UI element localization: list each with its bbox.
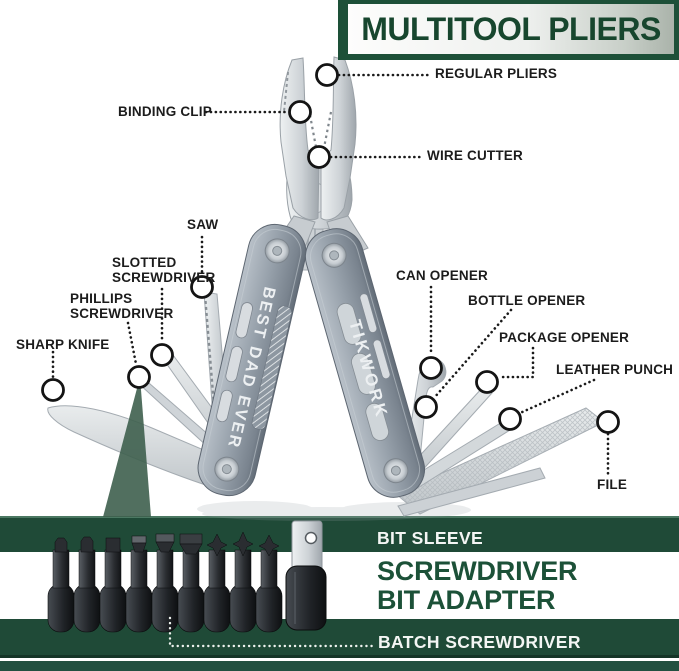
marker-slotted-screwdriver [150, 343, 174, 367]
bit-adapter-title: SCREWDRIVER BIT ADAPTER [377, 556, 578, 615]
grip-texture [251, 305, 292, 430]
phillips-bit-tip [206, 533, 228, 557]
thin-blade [397, 467, 546, 517]
page-title: MULTITOOL PLIERS [361, 10, 661, 47]
torx-bit-tip [54, 537, 68, 553]
wide-slot-bit-tip [179, 533, 203, 555]
phillips-bit-tip [232, 531, 254, 557]
bit-adapter-title-line1: SCREWDRIVER [377, 556, 578, 586]
marker-phillips-screwdriver [127, 365, 151, 389]
phillips-bit-tip [258, 534, 280, 557]
callout-label-binding-clip: BINDING CLIP [118, 104, 212, 119]
callout-label-package-opener: PACKAGE OPENER [499, 330, 630, 345]
hex-bit-tip [105, 537, 121, 553]
right-jaw [320, 56, 357, 221]
bit-sleeve [285, 520, 327, 631]
marker-package-opener [475, 370, 499, 394]
batch-screwdriver-connector [168, 616, 374, 648]
left-handle: BEST DAD EVER [197, 223, 307, 497]
callout-label-wire-cutter: WIRE CUTTER [427, 148, 523, 163]
left-jaw [279, 57, 320, 221]
callout-label-sharp-knife: SHARP KNIFE [16, 337, 110, 352]
callout-label-file: FILE [597, 477, 628, 492]
callout-label-slotted-screwdriver: SLOTTED SCREWDRIVER [112, 255, 216, 285]
screwdriver-bits [47, 520, 374, 648]
callout-label-saw: SAW [187, 217, 219, 232]
marker-leather-punch [498, 407, 522, 431]
right-tools [395, 358, 605, 517]
callout-connectors [51, 73, 610, 476]
green-beam [103, 377, 151, 517]
marker-can-opener [419, 356, 443, 380]
title-banner: MULTITOOL PLIERS [338, 0, 679, 60]
marker-sharp-knife [41, 378, 65, 402]
callout-label-regular-pliers: REGULAR PLIERS [435, 66, 558, 81]
sleeve-hole [304, 531, 318, 545]
bit-adapter-title-line2: BIT ADAPTER [377, 585, 556, 615]
green-band-bottom [0, 661, 679, 671]
marker-wire-cutter [307, 145, 331, 169]
marker-binding-clip [288, 100, 312, 124]
callout-label-can-opener: CAN OPENER [396, 268, 489, 283]
slot-bit-tip [155, 533, 175, 553]
callout-label-bottle-opener: BOTTLE OPENER [468, 293, 586, 308]
marker-file [596, 410, 620, 434]
title-banner-plate: MULTITOOL PLIERS [348, 4, 674, 54]
marker-bottle-opener [414, 395, 438, 419]
slot-bit-tip [131, 535, 147, 553]
bit-sleeve-label: BIT SLEEVE [377, 528, 484, 548]
marker-saw [190, 275, 214, 299]
callout-label-phillips-screwdriver: PHILLIPS SCREWDRIVER [70, 291, 174, 321]
marker-regular-pliers [315, 63, 339, 87]
right-handle: TIKWORK [304, 228, 426, 498]
callout-markers [41, 63, 620, 434]
torx-bit-tip [80, 536, 94, 553]
callout-label-leather-punch: LEATHER PUNCH [556, 362, 674, 377]
batch-screwdriver-label: BATCH SCREWDRIVER [378, 632, 581, 652]
